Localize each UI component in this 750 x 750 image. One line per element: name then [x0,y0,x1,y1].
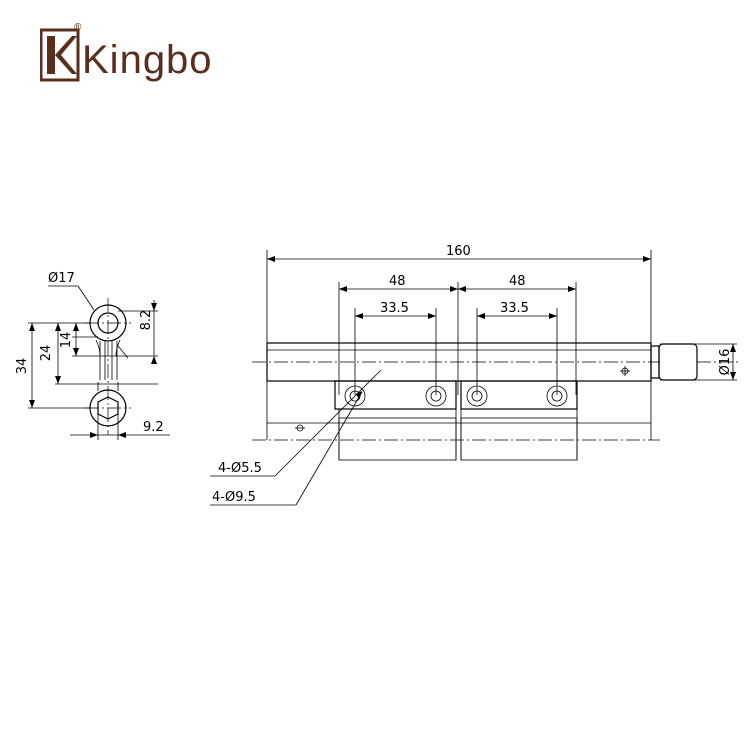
kingbo-logo-icon [39,28,80,82]
dim-33-5-left: 33.5 [380,301,409,316]
dim-33-5-right: 33.5 [500,301,529,316]
dim-14: 14 [59,332,74,349]
brand-logo [39,24,80,87]
registered-mark: ® [74,22,82,33]
side-view: 34 24 14 8.2 Ø17 9.2 [15,271,170,440]
dia-17-label: Ø17 [48,271,75,286]
screw-hole [425,385,447,407]
dim-48-right: 48 [509,274,526,289]
screw-hole [466,385,488,407]
dim-48-left: 48 [389,274,406,289]
leaf-plate-left [334,380,457,410]
front-view: 160 48 48 33.5 33.5 Ø16 [210,244,740,506]
dim-24: 24 [39,345,54,362]
hole-large-callout: 4-Ø9.5 [212,490,256,505]
brand-name: Kingbo [82,38,213,82]
dim-34: 34 [15,358,30,375]
screw-hole [546,385,568,407]
leaf-plate-right [460,380,578,410]
dim-8-2: 8.2 [139,310,154,331]
dim-160: 160 [446,244,471,259]
dim-9-2: 9.2 [143,420,164,435]
pin-cap [658,343,698,381]
hole-small-callout: 4-Ø5.5 [218,461,262,476]
dia-16-label: Ø16 [718,349,733,376]
side-plates [99,341,118,380]
